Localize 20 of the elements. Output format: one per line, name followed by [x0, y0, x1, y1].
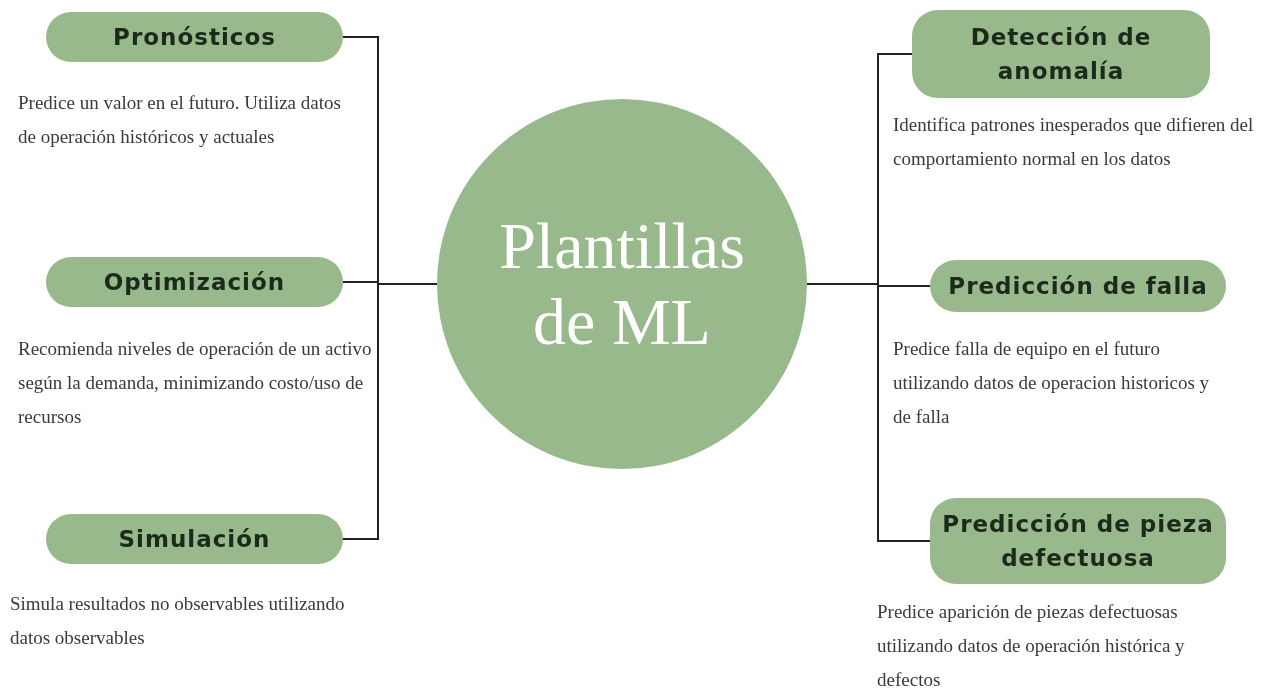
description-text: Recomienda niveles de operación de un activo según la demanda, minimizando costo/uso de recursos: [18, 337, 373, 429]
topic-pill: [46, 514, 343, 564]
description-text: Predice un valor en el futuro. Utiliza datos de operación históricos y actuales: [18, 91, 342, 149]
central-title: Plantillas de ML: [498, 208, 746, 360]
description-text: Identifica patrones inesperados que difieren del comportamiento normal en los datos: [893, 113, 1255, 171]
topic-pill: [912, 10, 1210, 98]
topic-title: Predicción de falla: [948, 271, 1208, 301]
topic-pill: [46, 12, 343, 62]
description-text: Simula resultados no observables utilizando datos observables: [10, 592, 346, 650]
connector-line: [342, 283, 438, 540]
description-text: Predice falla de equipo en el futuro utilizando datos de operacion historicos y de falla: [893, 337, 1211, 429]
topic-pill: [930, 498, 1226, 584]
topic-title: Simulación: [118, 524, 271, 554]
topic-title: Predicción de pieza defectuosa: [941, 509, 1215, 573]
topic-pill: [46, 257, 343, 307]
topic-title: Pronósticos: [113, 22, 276, 52]
description-text: Predice aparición de piezas defectuosas utilizando datos de operación histórica y defectos: [877, 600, 1186, 692]
topic-pill: [930, 260, 1226, 312]
topic-title: Optimización: [103, 267, 286, 297]
topic-title: Detección de anomalía: [969, 22, 1153, 86]
